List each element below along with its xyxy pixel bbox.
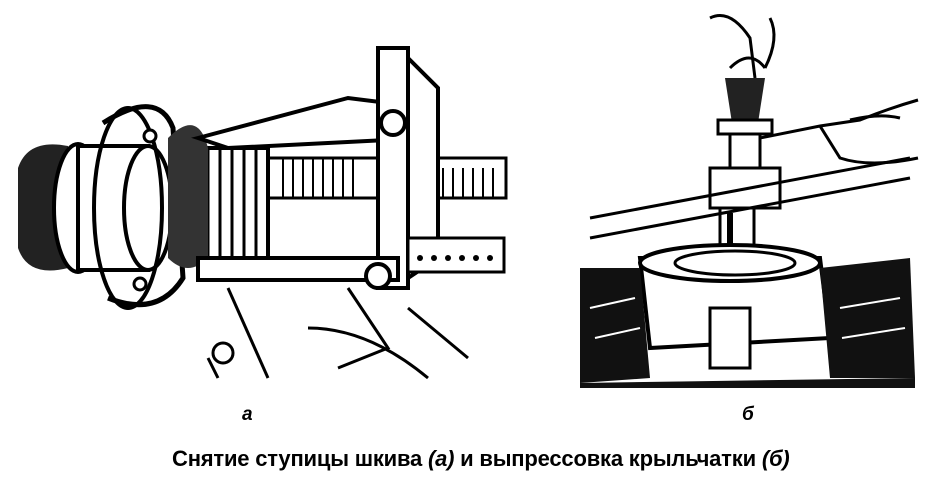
pulley-hub	[18, 104, 186, 310]
base-lines	[206, 287, 469, 380]
caption-ref-a: (а)	[427, 446, 455, 471]
panel-label-b: б	[742, 404, 754, 425]
figure-caption: Снятие ступицы шкива (а) и выпрессовка к…	[172, 446, 790, 472]
perforated-bar	[406, 236, 506, 274]
caption-text-2: и выпрессовка крыльчатки	[454, 446, 762, 471]
vise-highlights	[589, 297, 906, 339]
vise-jaws	[580, 258, 915, 388]
caption-ref-b: (б)	[761, 446, 790, 471]
panel-label-a: а	[242, 404, 253, 425]
puller-frame	[191, 46, 440, 290]
illustration-hub-removal	[18, 46, 508, 380]
illustration-impeller-pressing	[580, 14, 919, 388]
workbench	[589, 156, 911, 240]
pump-housing	[637, 243, 833, 370]
hand-top	[709, 14, 776, 79]
caption-text-1: Снятие ступицы шкива	[172, 446, 428, 471]
hand-right	[759, 98, 919, 165]
gear-bearing	[168, 125, 270, 268]
